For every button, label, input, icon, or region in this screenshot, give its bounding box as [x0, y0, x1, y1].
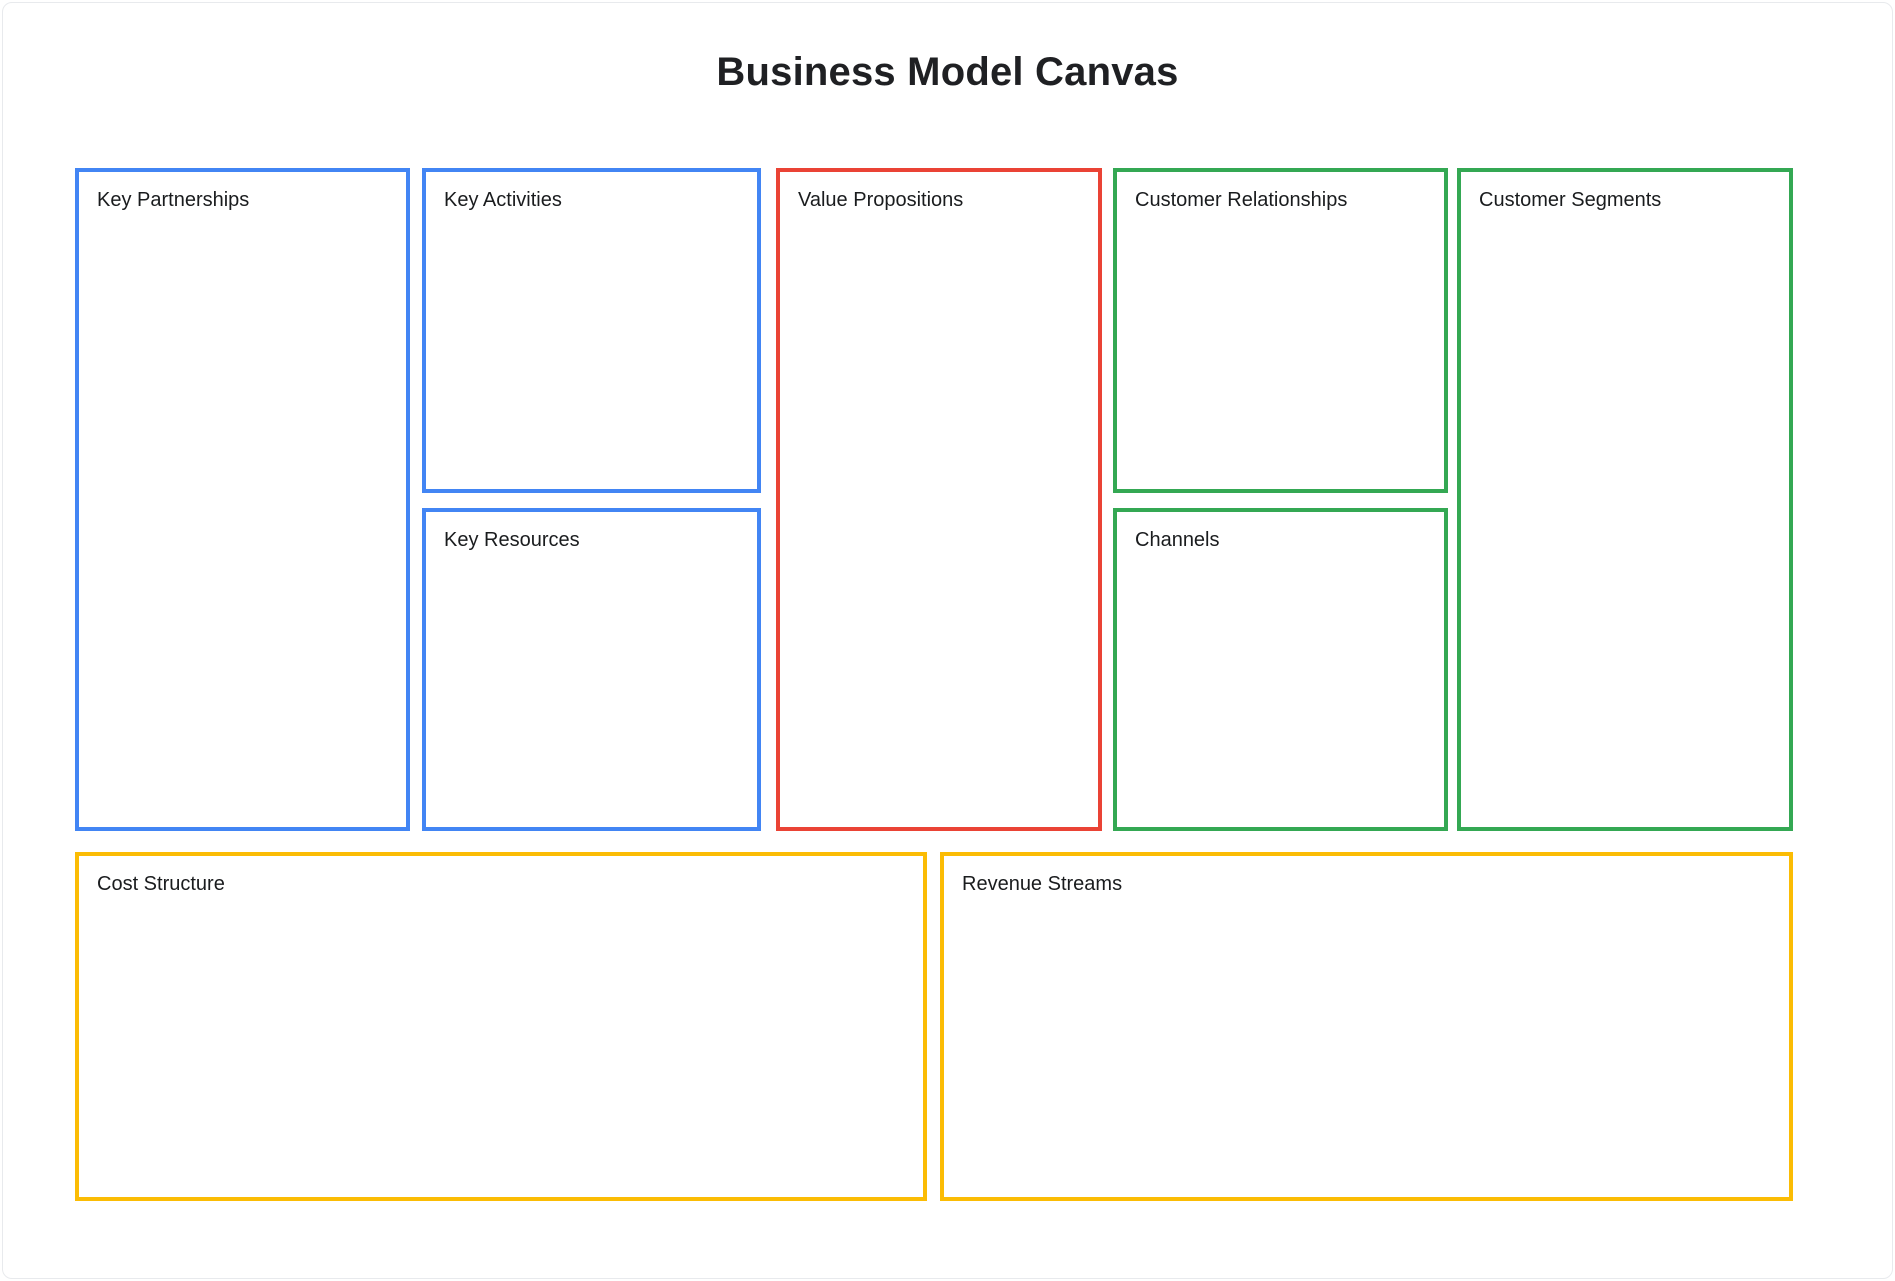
box-key-resources: Key Resources: [422, 508, 761, 831]
page-title: Business Model Canvas: [716, 50, 1179, 94]
box-key-partnerships: Key Partnerships: [75, 168, 410, 831]
box-label-key-resources: Key Resources: [444, 529, 580, 551]
box-label-cost-structure: Cost Structure: [97, 873, 225, 895]
box-cost-structure: Cost Structure: [75, 852, 927, 1201]
box-label-customer-relationships: Customer Relationships: [1135, 189, 1348, 211]
box-revenue-streams: Revenue Streams: [940, 852, 1793, 1201]
box-label-key-activities: Key Activities: [444, 189, 562, 211]
box-value-propositions: Value Propositions: [776, 168, 1102, 831]
box-label-value-propositions: Value Propositions: [798, 189, 964, 211]
box-label-channels: Channels: [1135, 529, 1220, 551]
box-channels: Channels: [1113, 508, 1448, 831]
box-label-customer-segments: Customer Segments: [1479, 189, 1662, 211]
box-key-activities: Key Activities: [422, 168, 761, 493]
box-customer-segments: Customer Segments: [1457, 168, 1793, 831]
box-customer-relationships: Customer Relationships: [1113, 168, 1448, 493]
box-label-key-partnerships: Key Partnerships: [97, 189, 250, 211]
box-label-revenue-streams: Revenue Streams: [962, 873, 1123, 895]
